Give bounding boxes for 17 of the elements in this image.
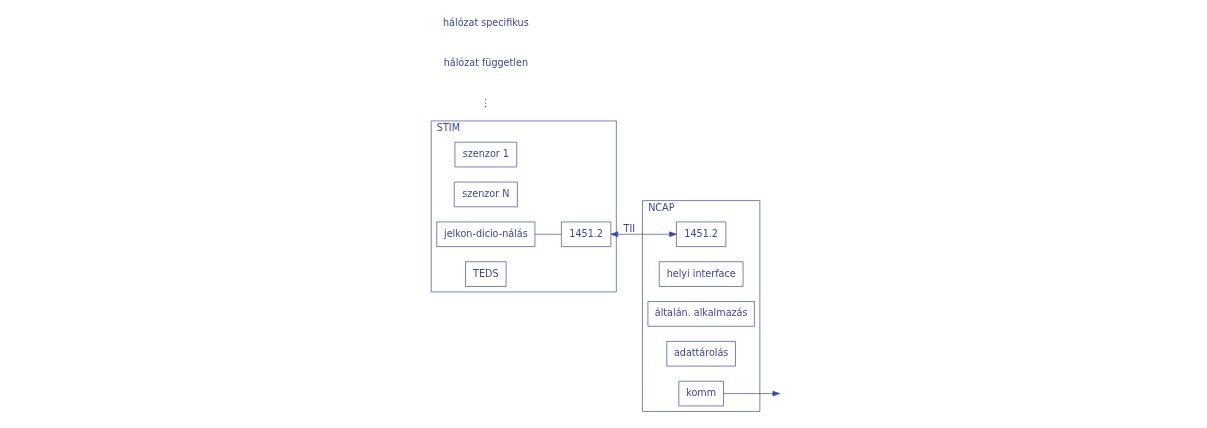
node-box: adattárolás (665, 341, 736, 367)
node-box: komm (677, 380, 724, 407)
node-box: TEDS (464, 261, 506, 287)
label: ⋮ (480, 96, 491, 108)
node-box: szenzor N (453, 181, 518, 208)
edge-label: TII (623, 222, 635, 234)
arrow (722, 390, 780, 397)
node-box: helyi interface (658, 261, 743, 287)
label: hálózat független (443, 56, 528, 68)
node-box: 1451.2 (560, 221, 611, 247)
label: hálózat specifikus (442, 16, 529, 28)
node-box: általán. alkalmazás (647, 301, 755, 327)
node-box: szenzor 1 (454, 141, 517, 168)
arrow (610, 231, 677, 237)
node-box: jelkon-dicio-nálás (435, 221, 535, 247)
connector (534, 233, 562, 235)
node-box: 1451.2 (675, 221, 726, 247)
